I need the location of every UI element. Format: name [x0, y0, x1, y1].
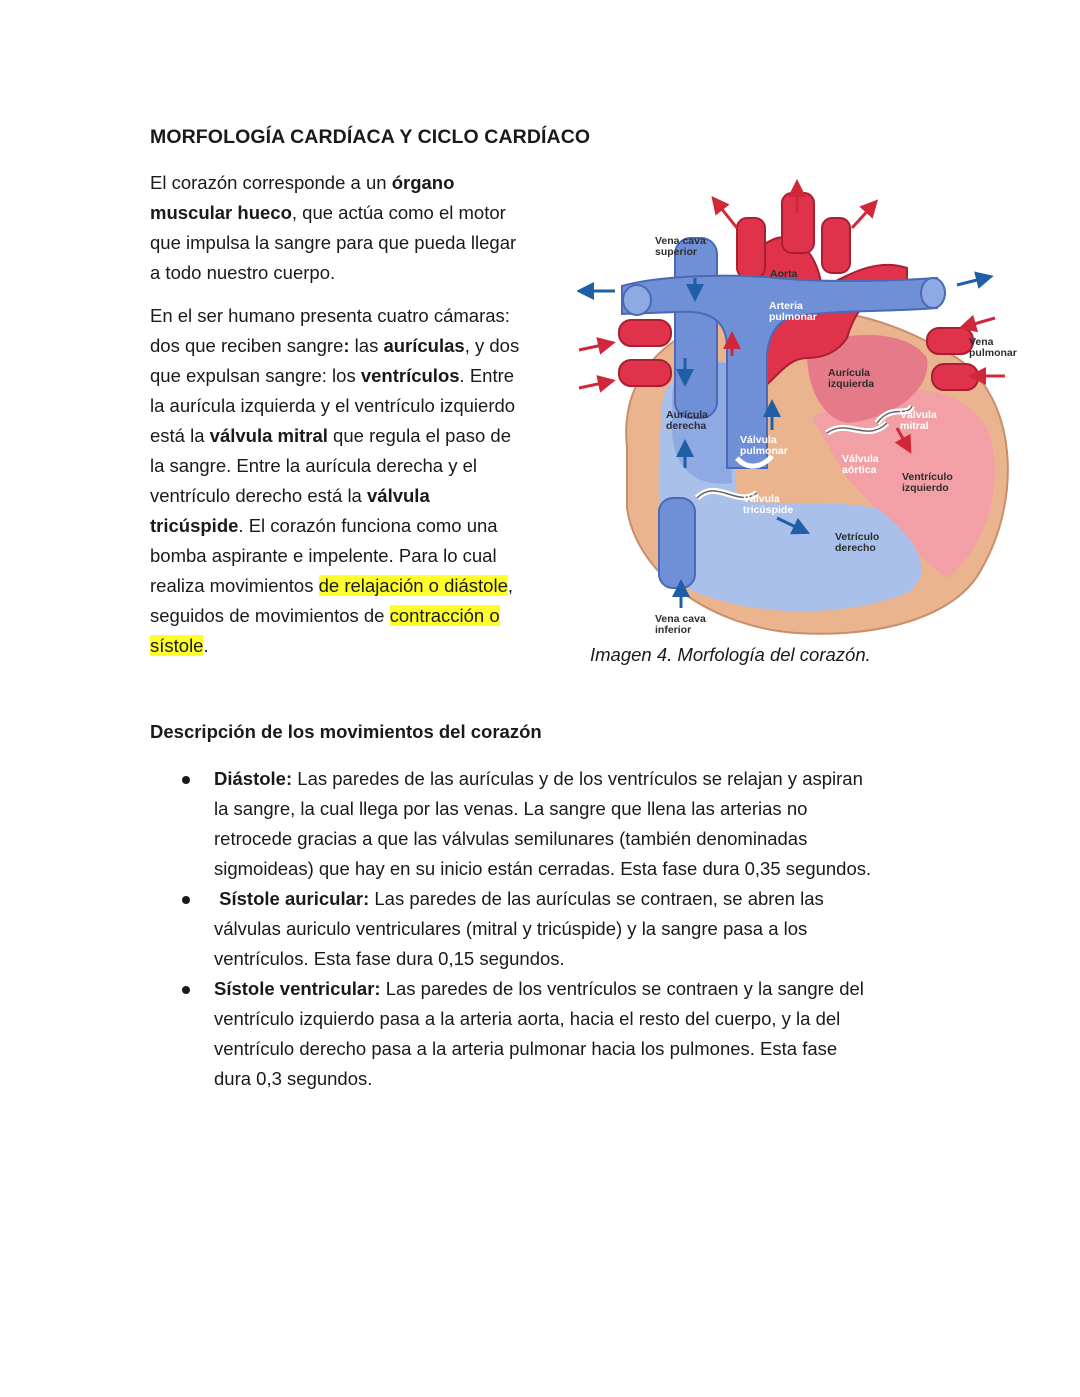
label-vena-cava-superior: Vena cava	[655, 235, 706, 247]
label-vena-cava-inferior-2: inferior	[655, 624, 691, 636]
list-item: Sístole auricular: Las paredes de las au…	[150, 884, 950, 974]
text: ventrículo derecho está la	[150, 485, 367, 506]
heart-illustration: Vena cava superior Aorta Arteria pulmona…	[576, 179, 1017, 636]
text: dura 0,3 segundos.	[214, 1068, 373, 1089]
text: En el ser humano presenta cuatro cámaras…	[150, 305, 510, 326]
intro-paragraph-2: En el ser humano presenta cuatro cámaras…	[150, 301, 570, 661]
label-valvula-tricuspide-2: tricúspide	[743, 504, 793, 516]
heart-diagram: Vena cava superior Aorta Arteria pulmona…	[576, 178, 1039, 640]
text: las	[354, 335, 384, 356]
bullet-icon	[182, 896, 190, 904]
text: está la	[150, 425, 210, 446]
text: :	[343, 335, 355, 356]
text: ventrículo izquierdo pasa a la arteria a…	[214, 1008, 841, 1029]
text: . Entre	[459, 365, 515, 386]
highlighted-text: de relajación o diástole	[318, 575, 508, 596]
label-arteria-pulmonar-2: pulmonar	[769, 311, 817, 323]
text: que impulsa la sangre para que pueda lle…	[150, 232, 517, 253]
bullet-icon	[182, 776, 190, 784]
text: Las paredes de las aurículas se contraen…	[369, 888, 824, 909]
bold-term: válvula	[367, 485, 430, 506]
text: Las paredes de las aurículas y de los ve…	[292, 768, 863, 789]
text: a todo nuestro cuerpo.	[150, 262, 336, 283]
text: que regula el paso de	[327, 425, 512, 446]
bold-term: ventrículos	[360, 365, 460, 386]
label-aorta: Aorta	[770, 268, 798, 280]
label-auricula-derecha: Aurícula	[666, 409, 708, 421]
bold-term: Sístole auricular:	[219, 888, 370, 909]
text: la sangre. Entre la aurícula derecha y e…	[150, 455, 478, 476]
label-ventriculo-izquierdo: Ventrículo	[902, 471, 953, 483]
label-vena-pulmonar: Vena	[969, 336, 994, 348]
text: ventrículo derecho pasa a la arteria pul…	[214, 1038, 838, 1059]
section-title: Descripción de los movimientos del coraz…	[150, 721, 542, 742]
bold-term: tricúspide	[150, 515, 239, 536]
text: , que actúa como el motor	[291, 202, 506, 223]
text: sigmoideas) que hay en su inicio están c…	[214, 858, 872, 879]
label-ventriculo-izquierdo-2: izquierdo	[902, 482, 949, 494]
bullet-list: Diástole: Las paredes de las aurículas y…	[150, 764, 950, 1094]
page-title: MORFOLOGÍA CARDÍACA Y CICLO CARDÍACO	[150, 126, 591, 148]
label-valvula-aortica: Válvula	[842, 453, 879, 465]
text: la aurícula izquierda y el ventrículo iz…	[150, 395, 516, 416]
label-auricula-izquierda: Aurícula	[828, 367, 870, 379]
text: la sangre, la cual llega por las venas. …	[214, 798, 808, 819]
bold-term: órgano	[391, 172, 455, 193]
bullet-icon	[182, 986, 190, 994]
bold-term: Diástole:	[214, 768, 293, 789]
text: retrocede gracias a que las válvulas sem…	[214, 828, 808, 849]
list-item: Diástole: Las paredes de las aurículas y…	[150, 764, 950, 884]
text: . El corazón funciona como una	[238, 515, 498, 536]
highlighted-text: sístole	[150, 635, 204, 656]
text: que expulsan sangre: los	[150, 365, 361, 386]
label-auricula-izquierda-2: izquierda	[828, 378, 874, 390]
label-ventriculo-derecho-2: derecho	[835, 542, 876, 554]
text: bomba aspirante e impelente. Para lo cua…	[150, 545, 497, 566]
text: realiza movimientos	[150, 575, 319, 596]
bold-term: aurículas	[383, 335, 465, 356]
text: .	[203, 635, 209, 656]
text: ventrículos. Esta fase dura 0,15 segundo…	[214, 948, 565, 969]
label-valvula-mitral: Válvula	[900, 409, 937, 421]
bold-term: Sístole ventricular:	[214, 978, 381, 999]
intro-paragraph-1: El corazón corresponde a un órgano muscu…	[150, 168, 570, 288]
list-item: Sístole ventricular: Las paredes de los …	[150, 974, 950, 1094]
bold-term: muscular hueco	[150, 202, 292, 223]
text: ,	[507, 575, 514, 596]
label-vena-cava-inferior: Vena cava	[655, 613, 706, 625]
label-valvula-tricuspide: Válvula	[743, 493, 780, 505]
text: El corazón corresponde a un	[150, 172, 392, 193]
text: seguidos de movimientos de	[150, 605, 390, 626]
label-valvula-mitral-2: mitral	[900, 420, 929, 432]
label-vena-cava-superior-2: superior	[655, 246, 697, 258]
label-vena-pulmonar-2: pulmonar	[969, 347, 1017, 359]
text: Las paredes de los ventrículos se contra…	[380, 978, 864, 999]
label-valvula-aortica-2: aórtica	[842, 464, 877, 476]
highlighted-text: contracción o	[389, 605, 500, 626]
figure-caption: Imagen 4. Morfología del corazón.	[590, 644, 871, 665]
label-valvula-pulmonar-2: pulmonar	[740, 445, 788, 457]
label-valvula-pulmonar: Válvula	[740, 434, 777, 446]
bold-term: válvula mitral	[209, 425, 328, 446]
label-auricula-derecha-2: derecha	[666, 420, 706, 432]
text: válvulas auriculo ventriculares (mitral …	[214, 918, 808, 939]
text: , y dos	[464, 335, 520, 356]
text: dos que reciben sangre	[150, 335, 344, 356]
label-arteria-pulmonar: Arteria	[769, 300, 803, 312]
label-ventriculo-derecho: Vetrículo	[835, 531, 879, 543]
